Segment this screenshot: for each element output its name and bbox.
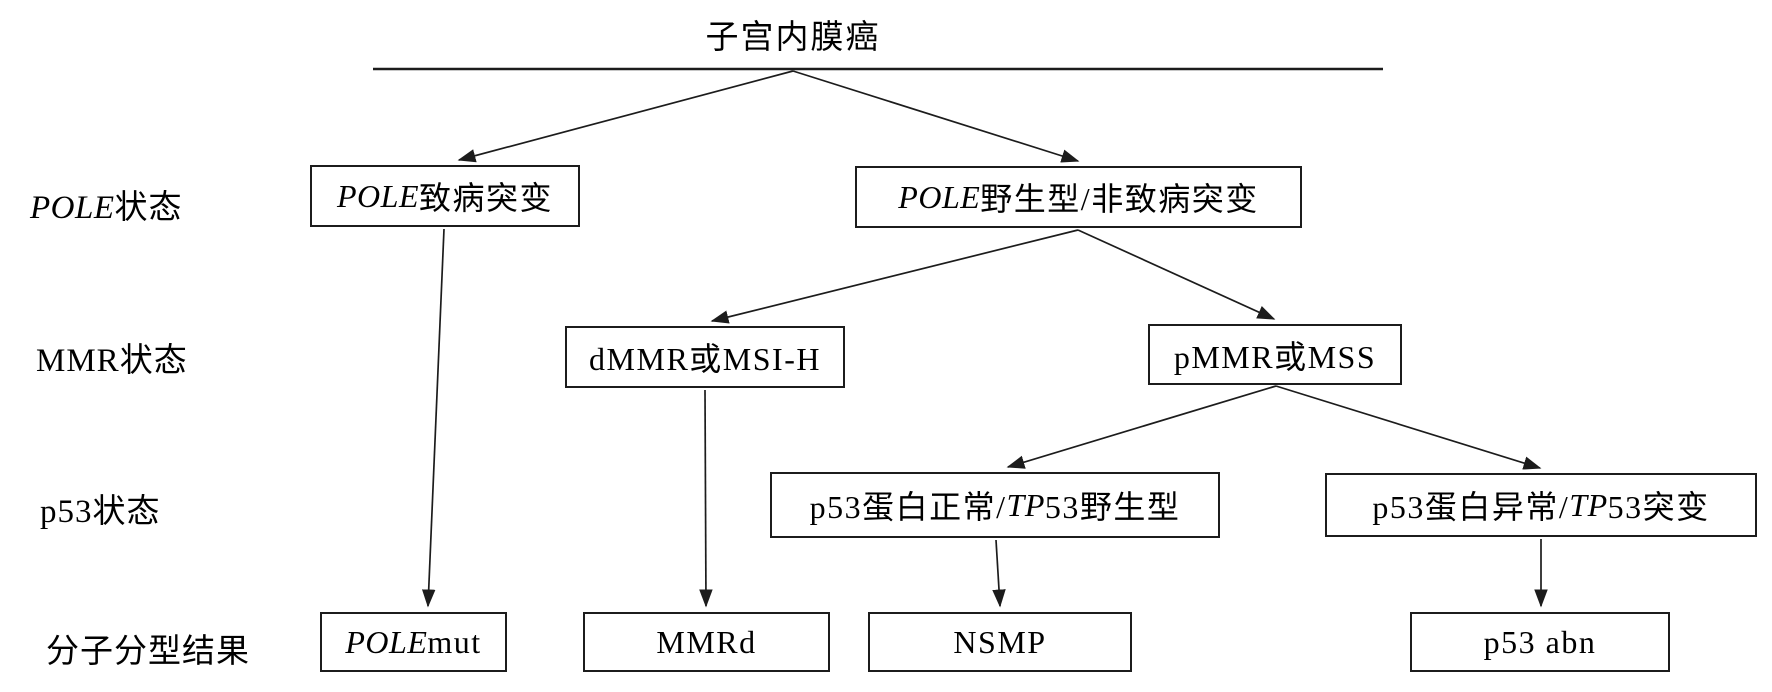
node-p53-abnormal-pre: p53蛋白异常/ — [1372, 489, 1570, 525]
edge-pmmr-to-p53abnormal — [1275, 385, 1542, 470]
edge-polewt-to-dmmr — [710, 229, 1079, 324]
node-result-p53-abn: p53 abn — [1410, 612, 1670, 672]
row-label-mmr-status: MMR状态 — [36, 333, 188, 381]
edge-p53normal-to-nsmp — [992, 539, 1006, 608]
edge-pmmr-to-p53normal — [1006, 385, 1277, 469]
node-result-nsmp-text: NSMP — [953, 623, 1047, 660]
row-label-molecular-result: 分子分型结果 — [46, 624, 250, 672]
diagram-title: 子宫内膜癌 — [705, 20, 881, 56]
row-label-mmr-status-text: MMR状态 — [36, 343, 188, 379]
node-pole-pathogenic-gene: POLE — [336, 177, 419, 214]
node-pole-pathogenic-text: 致病突变 — [418, 180, 553, 216]
node-result-mmrd: MMRd — [583, 612, 830, 672]
edge-root-to-pole-wildtype — [792, 70, 1080, 163]
node-p53-normal-gene: TP — [1006, 486, 1045, 523]
node-pmmr-mss-text: pMMR或MSS — [1173, 338, 1377, 375]
node-pole-wildtype-gene: POLE — [898, 178, 981, 215]
node-result-pole-mut-gene: POLE — [345, 623, 428, 660]
edge-dmmr-to-mmrd — [699, 389, 713, 608]
row-label-molecular-result-text: 分子分型结果 — [46, 634, 250, 670]
edge-root-to-pole-pathogenic — [457, 70, 794, 163]
node-result-nsmp: NSMP — [868, 612, 1132, 672]
node-result-mmrd-text: MMRd — [656, 623, 757, 660]
node-p53-normal-pre: p53蛋白正常/ — [809, 489, 1007, 525]
node-p53-normal-post: 53野生型 — [1044, 489, 1181, 525]
node-p53-abnormal-post: 53突变 — [1607, 489, 1710, 525]
node-dmmr-msih: dMMR或MSI-H — [565, 326, 845, 388]
node-pmmr-mss: pMMR或MSS — [1148, 324, 1402, 385]
row-label-pole-status: POLE状态 — [30, 180, 183, 228]
node-p53-abnormal-gene: TP — [1569, 486, 1608, 523]
row-label-pole-status-text: 状态 — [114, 190, 183, 226]
node-result-pole-mut-text: mut — [427, 623, 482, 660]
row-label-p53-status: p53状态 — [40, 484, 161, 532]
node-result-pole-mut: POLE mut — [320, 612, 507, 672]
edge-polepath-to-polemut — [421, 228, 445, 608]
node-result-p53-abn-text: p53 abn — [1483, 623, 1597, 660]
node-dmmr-msih-text: dMMR或MSI-H — [589, 341, 821, 377]
row-label-p53-status-text: p53状态 — [40, 494, 161, 530]
node-pole-wildtype-text: 野生型/非致病突变 — [980, 181, 1259, 217]
edge-polewt-to-pmmr — [1077, 229, 1276, 320]
row-label-pole-status-italic: POLE — [30, 190, 115, 226]
